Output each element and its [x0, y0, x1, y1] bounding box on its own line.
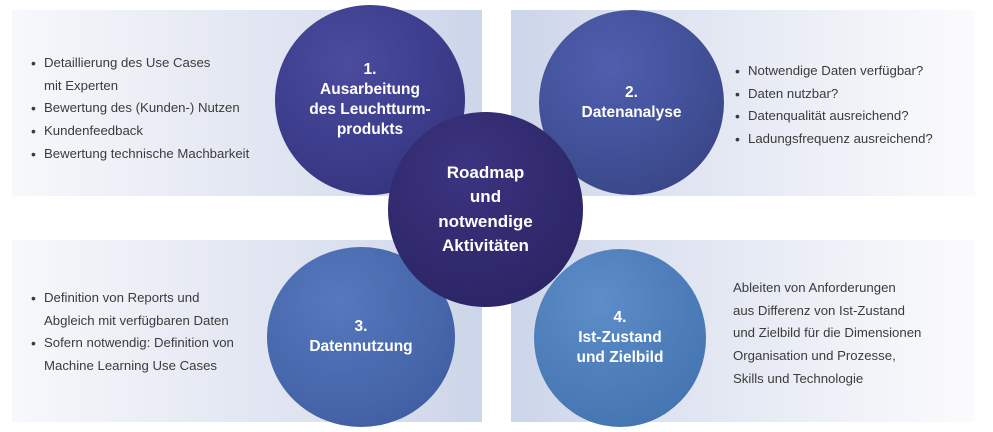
notes-top-right: Notwendige Daten verfügbar? Daten nutzba… — [735, 59, 985, 151]
list-item: Notwendige Daten verfügbar? — [735, 59, 985, 83]
list-item: Datenqualität ausreichend? — [735, 104, 985, 128]
notes-top-left-list: Detaillierung des Use Cases mit Experten… — [31, 51, 281, 166]
step-circle-2-label: 2. Datenanalyse — [581, 83, 682, 121]
step-circle-1-label: 1. Ausarbeitung des Leuchtturm- produkts — [309, 61, 431, 138]
notes-top-right-list: Notwendige Daten verfügbar? Daten nutzba… — [735, 59, 985, 151]
notes-bottom-left-list: Definition von Reports und Abgleich mit … — [31, 286, 283, 378]
center-hub-label: Roadmap und notwendige Aktivitäten — [438, 163, 533, 255]
list-item: Sofern notwendig: Definition von Machine… — [31, 331, 283, 377]
list-item: Bewertung technische Machbarkeit — [31, 142, 281, 166]
notes-bottom-right: Ableiten von Anforderungen aus Differenz… — [733, 277, 983, 391]
notes-bottom-left: Definition von Reports und Abgleich mit … — [31, 286, 283, 378]
list-item: Daten nutzbar? — [735, 82, 985, 106]
list-item: Bewertung des (Kunden-) Nutzen — [31, 96, 281, 120]
notes-top-left: Detaillierung des Use Cases mit Experten… — [31, 51, 281, 166]
list-item: Kundenfeedback — [31, 119, 281, 143]
step-circle-3-label: 3. Datennutzung — [309, 318, 413, 355]
step-circle-4[interactable]: 4. Ist-Zustand und Zielbild — [534, 249, 706, 427]
notes-bottom-right-paragraph: Ableiten von Anforderungen aus Differenz… — [733, 280, 922, 386]
list-item: Detaillierung des Use Cases mit Experten — [31, 51, 281, 97]
list-item: Definition von Reports und Abgleich mit … — [31, 286, 283, 332]
step-circle-4-label: 4. Ist-Zustand und Zielbild — [576, 309, 664, 366]
list-item: Ladungsfrequenz ausreichend? — [735, 127, 985, 151]
center-hub-circle[interactable]: Roadmap und notwendige Aktivitäten — [388, 112, 583, 307]
